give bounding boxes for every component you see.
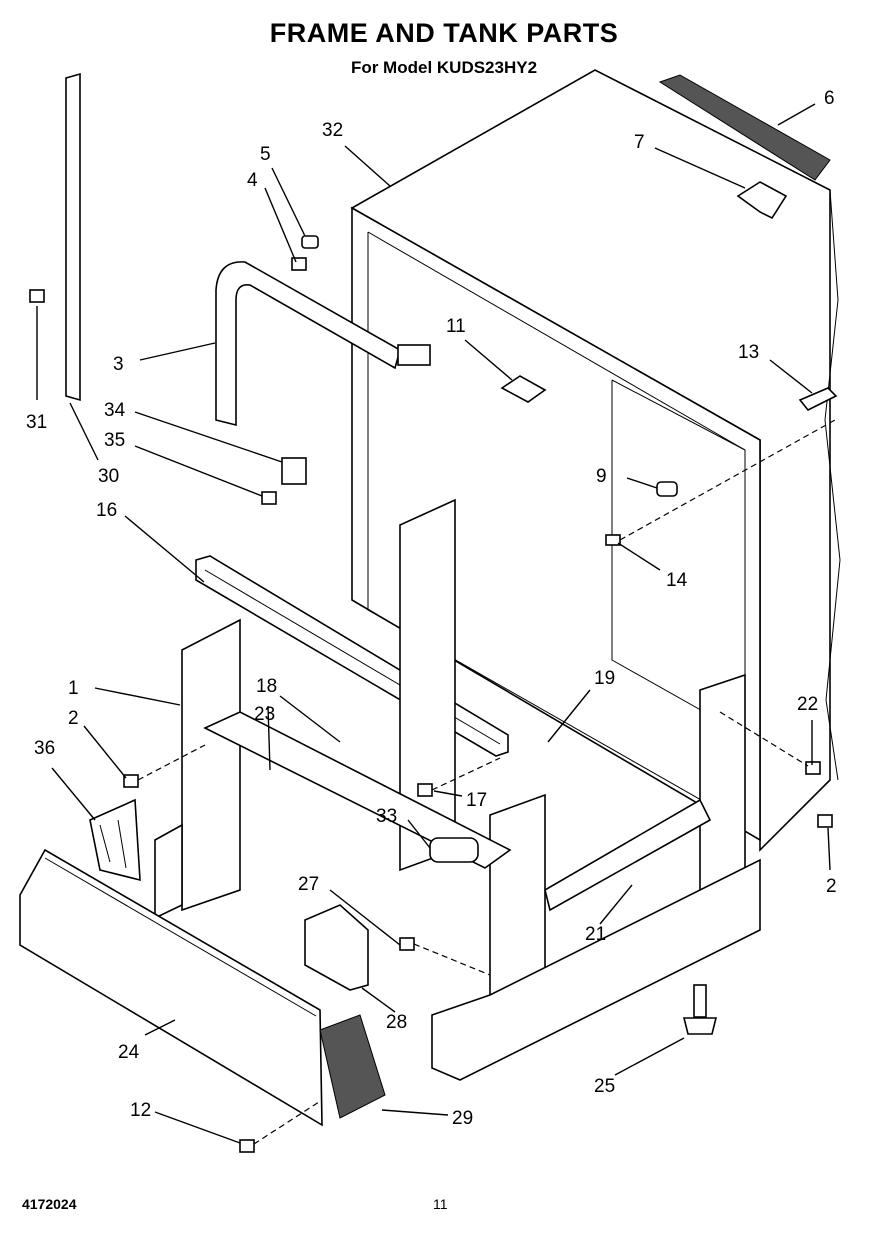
callout-34: 34 [104,400,126,421]
callout-5: 5 [260,144,271,165]
callout-28: 28 [386,1012,407,1033]
page-subtitle: For Model KUDS23HY2 [350,58,538,77]
callout-12: 12 [130,1100,151,1121]
page-title: FRAME AND TANK PARTS [269,18,619,48]
callout-31: 31 [26,412,47,433]
callout-30: 30 [98,466,119,487]
screw-35 [261,491,277,505]
tube-fitting [291,257,307,271]
toe-panel [19,848,323,1127]
callout-14: 14 [666,570,688,591]
toe-insulation [319,1014,386,1119]
tube-pin [301,235,319,249]
callout-25: 25 [594,1076,615,1097]
callout-32: 32 [322,120,343,141]
callout-11: 11 [446,316,466,337]
center-clip [500,375,547,403]
callout-4: 4 [247,170,258,191]
leader-lines [36,103,831,1144]
callout-2b: 2 [826,876,837,897]
leveling-leg [682,984,718,1035]
callout-23: 23 [254,704,275,725]
callout-19: 19 [594,668,615,689]
callout-labels: 1 2 3 4 5 6 7 9 11 12 13 14 16 17 18 19 … [26,88,837,1129]
screw-22 [805,761,821,775]
callout-13: 13 [738,342,759,363]
screw-12 [239,1139,255,1153]
page-number: 11 [433,1196,448,1212]
grommet [429,837,479,863]
callout-22: 22 [797,694,818,715]
callout-24: 24 [118,1042,140,1063]
callout-3: 3 [113,354,124,375]
callout-1: 1 [68,678,79,699]
tank-clip [736,181,788,220]
callout-33: 33 [376,806,397,827]
callout-9: 9 [596,466,607,487]
junction-box [304,904,369,991]
callout-18: 18 [256,676,277,697]
fill-tube [215,261,431,427]
callout-35: 35 [104,430,125,451]
screw-27 [399,937,415,951]
callout-7: 7 [634,132,645,153]
bumper [656,481,678,497]
screw-31 [29,289,45,303]
callout-21: 21 [585,924,606,945]
side-support-bar [65,72,81,402]
callout-27: 27 [298,874,319,895]
document-number: 4172024 [22,1196,77,1212]
callout-6: 6 [824,88,835,109]
side-bracket [798,387,838,412]
callout-29: 29 [452,1108,473,1129]
vent-strip [658,74,831,181]
callout-17: 17 [466,790,487,811]
screw-2-right [817,814,833,828]
screw-2-left [123,774,139,788]
spring-cover [89,798,141,882]
callout-2: 2 [68,708,79,729]
screw-17 [417,783,433,797]
door-switch [281,457,307,485]
callout-36: 36 [34,738,55,759]
callout-16: 16 [96,500,117,521]
